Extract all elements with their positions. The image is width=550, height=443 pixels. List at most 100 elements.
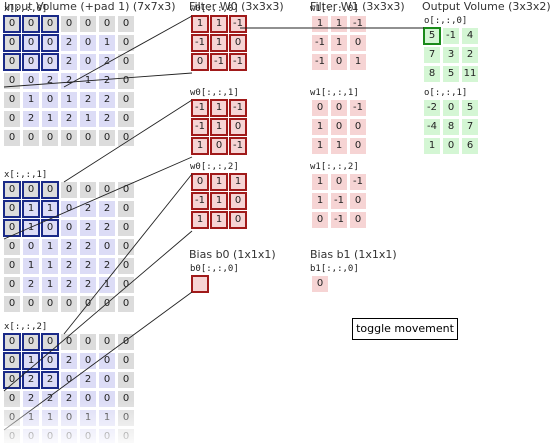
input-cell: 1 xyxy=(41,200,59,218)
input-cell: 0 xyxy=(41,53,59,71)
input-cell: 0 xyxy=(61,334,77,350)
w0-cell: 1 xyxy=(210,192,228,210)
output-slice-label-0: o[:,:,0] xyxy=(424,16,468,26)
input-cell: 1 xyxy=(42,410,58,426)
input-cell: 0 xyxy=(4,73,20,89)
output-cell: 4 xyxy=(462,28,478,44)
input-cell: 0 xyxy=(118,296,134,312)
input-cell: 1 xyxy=(22,352,40,370)
input-cell: 0 xyxy=(118,54,134,70)
input-cell: 0 xyxy=(42,429,58,443)
input-cell: 0 xyxy=(23,239,39,255)
w1-cell: -1 xyxy=(331,193,347,209)
input-cell: 0 xyxy=(80,353,96,369)
input-cell: 0 xyxy=(61,201,77,217)
w1-cell: -1 xyxy=(312,54,328,70)
input-cell: 0 xyxy=(4,111,20,127)
input-cell: 0 xyxy=(118,429,134,443)
input-cell: 2 xyxy=(22,371,40,389)
input-cell: 0 xyxy=(61,16,77,32)
w1-slice-label-1: w1[:,:,1] xyxy=(310,88,359,98)
input-cell: 0 xyxy=(4,410,20,426)
input-cell: 2 xyxy=(61,239,77,255)
input-cell: 0 xyxy=(99,353,115,369)
input-cell: 0 xyxy=(41,333,59,351)
input-cell: 0 xyxy=(99,334,115,350)
input-cell: 0 xyxy=(41,34,59,52)
input-cell: 1 xyxy=(23,92,39,108)
input-cell: 2 xyxy=(61,277,77,293)
input-cell: 0 xyxy=(61,182,77,198)
output-slice-label-1: o[:,:,1] xyxy=(424,88,468,98)
w1-cell: 1 xyxy=(312,119,328,135)
input-cell: 2 xyxy=(61,35,77,51)
input-cell: 0 xyxy=(22,181,40,199)
input-cell: 0 xyxy=(99,239,115,255)
w1-cell: 0 xyxy=(350,212,366,228)
input-cell: 0 xyxy=(118,410,134,426)
w1-cell: 1 xyxy=(312,16,328,32)
input-cell: 0 xyxy=(80,391,96,407)
input-cell: 0 xyxy=(80,16,96,32)
input-cell: 0 xyxy=(80,429,96,443)
input-cell: 2 xyxy=(99,111,115,127)
input-cell: 0 xyxy=(22,34,40,52)
input-cell: 1 xyxy=(80,410,96,426)
w1-cell: 1 xyxy=(350,54,366,70)
input-cell: 0 xyxy=(4,277,20,293)
input-cell: 0 xyxy=(80,334,96,350)
input-cell: 0 xyxy=(3,333,21,351)
input-cell: 0 xyxy=(41,181,59,199)
w1-cell: 1 xyxy=(331,138,347,154)
input-cell: 0 xyxy=(61,410,77,426)
w1-slice-label-0: w1[:,:,0] xyxy=(310,4,359,14)
input-cell: 0 xyxy=(80,54,96,70)
input-cell: 2 xyxy=(99,92,115,108)
input-cell: 0 xyxy=(23,429,39,443)
input-cell: 0 xyxy=(80,296,96,312)
input-cell: 0 xyxy=(118,391,134,407)
input-cell: 0 xyxy=(99,372,115,388)
toggle-movement-button[interactable]: toggle movement xyxy=(352,318,458,340)
w0-cell: -1 xyxy=(191,118,209,136)
output-cell: 8 xyxy=(424,66,440,82)
input-cell: 0 xyxy=(23,296,39,312)
input-cell: 0 xyxy=(42,130,58,146)
output-cell: 11 xyxy=(462,66,478,82)
output-cell: 5 xyxy=(462,100,478,116)
w1-cell: 0 xyxy=(350,119,366,135)
input-cell: 0 xyxy=(118,277,134,293)
input-cell: 1 xyxy=(99,410,115,426)
input-cell: 0 xyxy=(42,296,58,312)
output-cell: 6 xyxy=(462,138,478,154)
input-cell: 0 xyxy=(3,352,21,370)
input-cell: 0 xyxy=(118,372,134,388)
output-cell: 8 xyxy=(443,119,459,135)
input-cell: 2 xyxy=(23,391,39,407)
input-cell: 1 xyxy=(42,111,58,127)
input-cell: 0 xyxy=(4,391,20,407)
input-cell: 0 xyxy=(23,73,39,89)
w1-cell: 0 xyxy=(312,212,328,228)
w0-cell: 0 xyxy=(229,118,247,136)
w0-cell: -1 xyxy=(191,34,209,52)
w1-cell: 0 xyxy=(331,54,347,70)
output-cell: 2 xyxy=(462,47,478,63)
input-cell: 0 xyxy=(3,181,21,199)
w1-cell: 1 xyxy=(312,138,328,154)
input-cell: 0 xyxy=(22,333,40,351)
input-cell: 0 xyxy=(61,372,77,388)
input-cell: 0 xyxy=(99,182,115,198)
bias-b0-cell xyxy=(191,275,209,293)
input-cell: 1 xyxy=(42,258,58,274)
input-cell: 2 xyxy=(99,220,115,236)
w0-slice-label-1: w0[:,:,1] xyxy=(190,88,239,98)
input-cell: 0 xyxy=(80,182,96,198)
input-cell: 0 xyxy=(61,130,77,146)
input-cell: 0 xyxy=(22,53,40,71)
input-cell: 0 xyxy=(118,353,134,369)
input-volume-heading: Input Volume (+pad 1) (7x7x3) xyxy=(4,0,176,13)
w1-cell: 1 xyxy=(312,174,328,190)
w0-cell: -1 xyxy=(229,15,247,33)
